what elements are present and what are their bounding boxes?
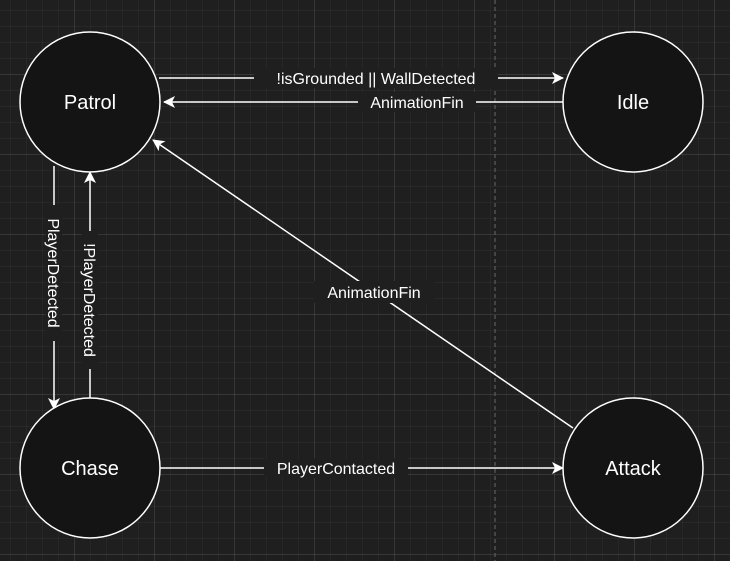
state-circle (562, 31, 704, 173)
edge-chase-to-patrol[interactable]: !PlayerDetected (80, 171, 98, 398)
state-node-attack[interactable]: Attack (562, 397, 704, 539)
state-label-attack: Attack (605, 458, 662, 480)
edge-chase-to-attack[interactable]: PlayerContacted (159, 458, 564, 478)
state-circle (19, 397, 161, 539)
edge-label-bg (314, 281, 434, 303)
state-node-chase[interactable]: Chase (19, 397, 161, 539)
edge-label-bg (254, 68, 498, 88)
edge-label-bg (46, 205, 62, 341)
state-node-patrol[interactable]: Patrol (19, 31, 161, 173)
edge-patrol-to-idle[interactable]: !isGrounded || WallDetected (159, 68, 564, 88)
edge-label-patrol-to-chase: PlayerDetected (44, 218, 61, 327)
edge-idle-to-patrol[interactable]: AnimationFin (163, 92, 563, 112)
edge-label-chase-to-attack: PlayerContacted (277, 461, 395, 478)
state-label-idle: Idle (617, 92, 649, 114)
edge-patrol-to-chase[interactable]: PlayerDetected (44, 166, 62, 410)
edge-label-bg (264, 458, 408, 478)
state-label-patrol: Patrol (64, 92, 116, 114)
state-circle (19, 31, 161, 173)
edge-attack-to-patrol[interactable]: AnimationFin (152, 139, 574, 429)
edge-label-chase-to-patrol: !PlayerDetected (80, 243, 97, 357)
state-circle (562, 397, 704, 539)
edge-label-patrol-to-idle: !isGrounded || WallDetected (277, 71, 476, 88)
edge-label-attack-to-patrol: AnimationFin (327, 285, 420, 302)
edge-label-bg (82, 231, 98, 369)
edge-label-bg (358, 92, 476, 112)
state-node-idle[interactable]: Idle (562, 31, 704, 173)
edge-label-idle-to-patrol: AnimationFin (370, 95, 463, 112)
state-label-chase: Chase (61, 458, 119, 480)
